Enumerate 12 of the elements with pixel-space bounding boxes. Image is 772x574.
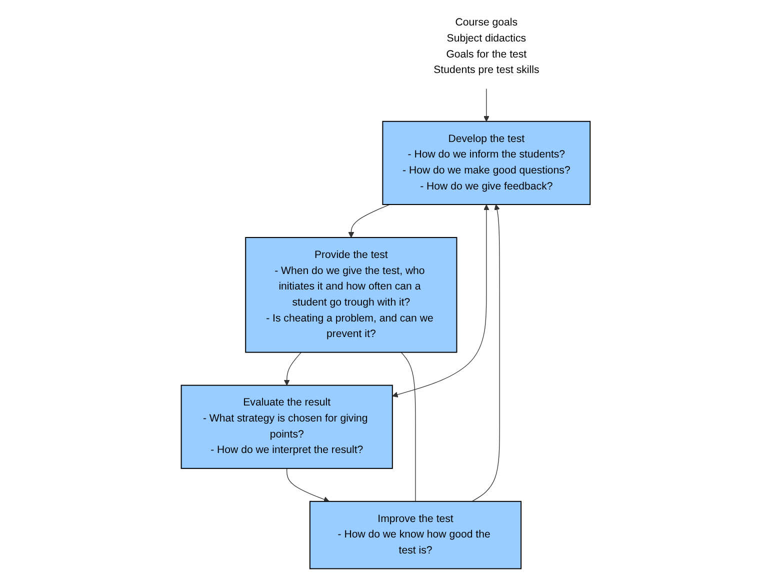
arrow — [284, 352, 302, 386]
arrow — [472, 204, 500, 502]
arrow — [392, 204, 490, 398]
connector — [401, 352, 416, 502]
arrow — [484, 88, 490, 122]
node-box: Develop the test - How do we inform the students? - How do we make good questions? - How do we give feedback? — [382, 120, 591, 206]
node-box: Evaluate the result - What strategy is chosen for giving points? - How do we interpret the result? — [181, 384, 394, 469]
arrow — [286, 468, 330, 502]
arrow — [348, 204, 390, 238]
node-box: Provide the test - When do we give the test, who initiates it and how often can a student go trough with it? - Is cheating a problem, and can we prevent it? — [245, 237, 458, 353]
node-box: Improve the test - How do we know how good the test is? — [310, 500, 522, 570]
node-text: Course goals Subject didactics Goals for the test Students pre test skills — [434, 17, 540, 76]
